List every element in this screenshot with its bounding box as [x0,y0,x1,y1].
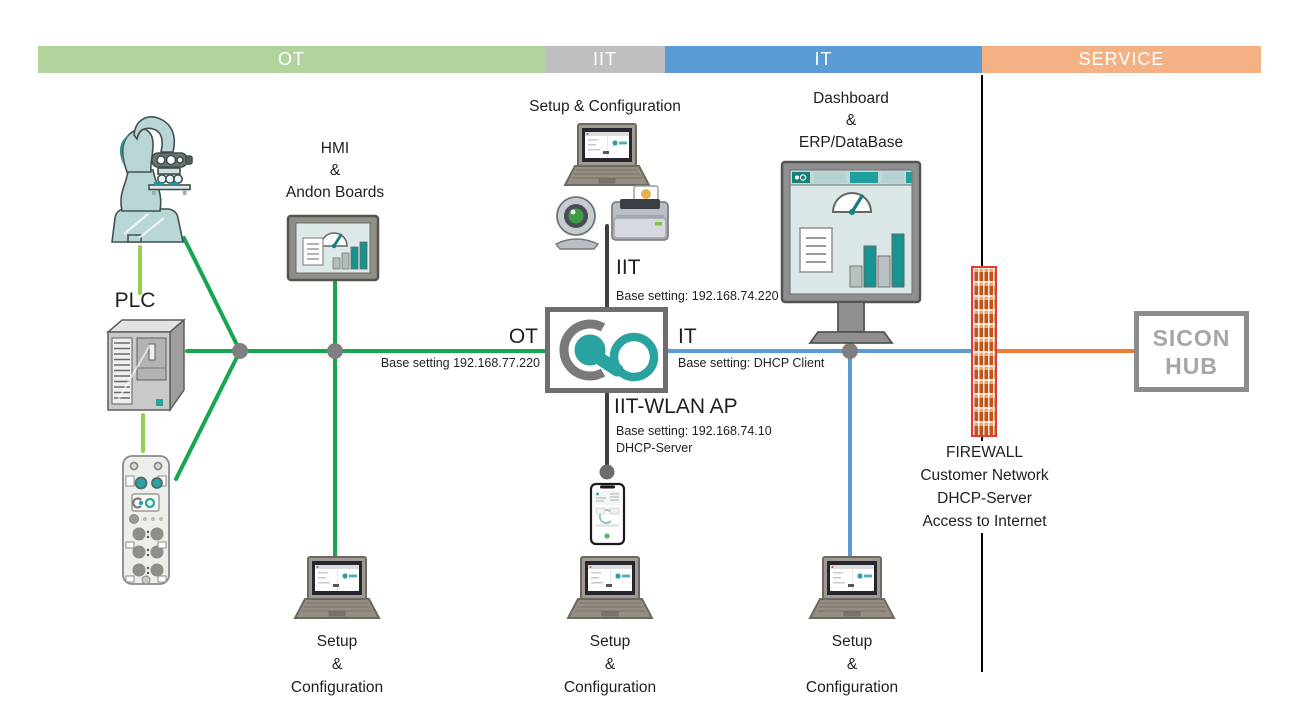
robot-arm-icon [111,116,193,243]
it-junction-dot [842,343,858,359]
setup-config-label-ot: Setup & Configuration [290,633,384,696]
io-module-icon [122,455,170,585]
setup-config-label-iit: Setup & Configuration [563,633,657,696]
plc-controller-icon [105,318,187,413]
laptop-icon [294,556,380,619]
hmi-label: HMI & Andon Boards [285,140,385,201]
gateway-it-setting: Base setting: DHCP Client [678,356,825,370]
gateway-ot-setting: Base setting 192.168.77.220 [380,356,540,370]
plc-label: PLC [114,289,156,312]
wlan-endpoint-dot [599,464,615,480]
laptop-icon [564,123,650,186]
ot-junction-dot [232,343,248,359]
webcam-icon [554,196,600,250]
gateway-iit-port-label: IIT [616,256,641,279]
firewall-wall-icon [971,266,997,437]
gateway-box [545,307,668,393]
gateway-wlan-setting: Base setting: 192.168.74.10 DHCP-Server [616,424,772,455]
laptop-icon [809,556,895,619]
zone-it-header: IT [665,46,982,73]
dashboard-monitor-icon [780,160,922,344]
zone-iit-header: IIT [545,46,665,73]
sicon-hub-box: SICON HUB [1134,311,1249,392]
robot-branch-line [182,236,242,353]
smartphone-icon [589,482,626,546]
gateway-iit-setting: Base setting: 192.168.74.220 [616,289,779,303]
zone-ot-header: OT [38,46,545,73]
gateway-it-port-label: IT [678,325,697,348]
photo-printer-icon [611,185,669,241]
firewall-label: FIREWALL Customer Network DHCP-Server Ac… [897,441,1072,533]
iit-setup-label: Setup & Configuration [529,98,681,115]
setup-config-label-it: Setup & Configuration [805,633,899,696]
gateway-wlan-port-label: IIT-WLAN AP [614,395,738,418]
hmi-junction-dot [327,343,343,359]
dashboard-label: Dashboard & ERP/DataBase [798,90,904,151]
hmi-panel-icon [286,214,380,282]
io-branch-line [174,349,242,481]
zone-service-header: SERVICE [982,46,1261,73]
gateway-ot-port-label: OT [508,325,538,348]
laptop-icon [567,556,653,619]
connectivity-gateway-logo-icon [559,319,659,382]
